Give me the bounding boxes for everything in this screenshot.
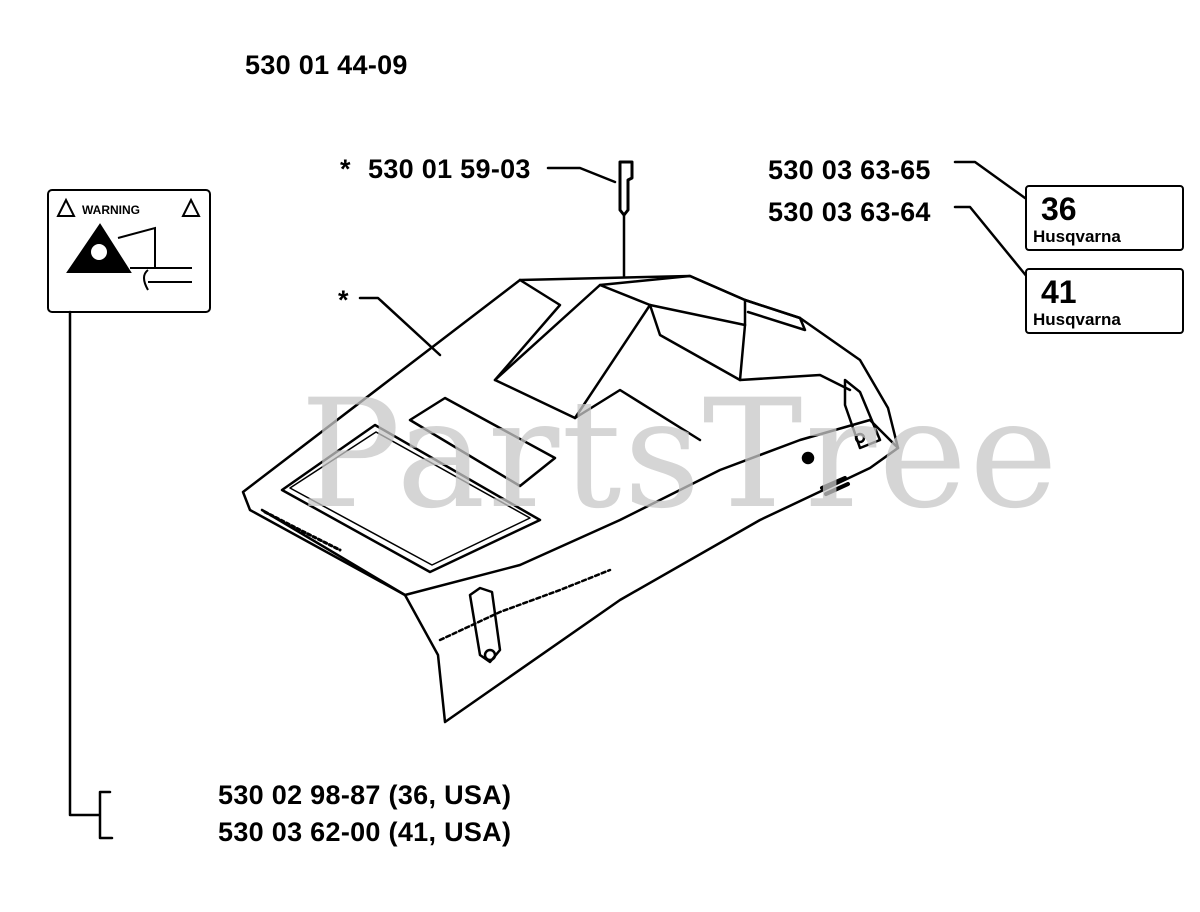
warning-decal-graphic bbox=[47, 189, 211, 313]
decal-36: 36 Husqvarna bbox=[1025, 185, 1184, 251]
screw bbox=[618, 160, 634, 217]
decal-36-part-number: 530 03 63-65 bbox=[768, 155, 931, 185]
decal-36-brand: Husqvarna bbox=[1033, 227, 1121, 246]
warning-decal-title: WARNING bbox=[82, 203, 140, 217]
decal-41-part-number: 530 03 63-64 bbox=[768, 197, 931, 227]
assembly-number: 530 01 44-09 bbox=[245, 50, 408, 80]
cover-panel-left bbox=[280, 423, 542, 574]
screw-part-number: 530 01 59-03 bbox=[368, 154, 531, 184]
decal-41-model: 41 bbox=[1041, 274, 1077, 310]
leader-warning bbox=[68, 310, 114, 840]
decal-41: 41 Husqvarna bbox=[1025, 268, 1184, 334]
warning-variant-36: 530 02 98-87 (36, USA) bbox=[218, 780, 512, 810]
cover-front-fold bbox=[403, 418, 900, 597]
cover-bracket-right bbox=[843, 378, 882, 450]
leader-screw bbox=[546, 166, 617, 184]
leader-decal-36 bbox=[953, 160, 1027, 200]
warning-variant-41: 530 03 62-00 (41, USA) bbox=[218, 817, 512, 847]
decal-41-brand: Husqvarna bbox=[1033, 310, 1121, 329]
leader-cover bbox=[358, 296, 442, 357]
cover-marker: * bbox=[338, 285, 349, 315]
leader-decal-41 bbox=[953, 205, 1030, 280]
screw-marker: * bbox=[340, 154, 351, 184]
watermark: PartsTree bbox=[300, 368, 1060, 542]
cover-panel-middle bbox=[408, 396, 557, 488]
decal-36-model: 36 bbox=[1041, 191, 1077, 227]
cover-bracket-left bbox=[468, 586, 502, 664]
